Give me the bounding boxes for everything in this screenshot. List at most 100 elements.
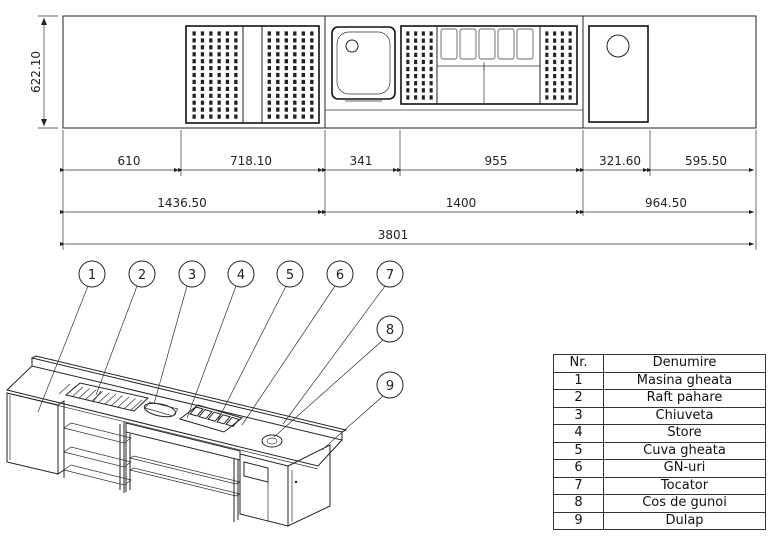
vent-slot: [234, 45, 238, 50]
vent-slot: [234, 107, 238, 112]
vent-slot: [284, 38, 288, 43]
vent-slot: [301, 93, 305, 98]
rack-grid-line: [91, 391, 103, 402]
legend-nr: 2: [553, 389, 604, 408]
vent-slot: [234, 72, 238, 78]
vent-slot: [234, 114, 238, 119]
vent-slot: [429, 59, 433, 65]
legend-nr: 6: [553, 459, 604, 478]
vent-slot: [217, 93, 221, 98]
vent-slot: [284, 114, 288, 119]
vent-slot: [560, 88, 564, 93]
vent-slot: [568, 95, 572, 100]
vent-slot: [414, 52, 418, 57]
balloon-label: 5: [286, 268, 294, 283]
isometric-view: [5, 355, 348, 527]
dim-row1-label: 718.10: [230, 154, 272, 168]
vent-slot: [293, 72, 297, 78]
vent-slot: [406, 45, 410, 50]
vent-slot: [545, 59, 549, 65]
vent-slot: [429, 66, 433, 72]
vent-slot: [192, 45, 196, 50]
vent-slot: [284, 66, 288, 71]
vent-slot: [560, 59, 564, 65]
vent-slot: [310, 79, 314, 84]
vent-slot: [234, 100, 238, 105]
vent-slot: [310, 100, 314, 105]
vent-slot: [414, 59, 418, 65]
vent-slot: [301, 45, 305, 50]
vent-slot: [301, 38, 305, 43]
vent-slot: [209, 45, 213, 50]
vent-slot: [301, 31, 305, 36]
balloon-circle: [376, 315, 404, 343]
vent-slot: [414, 95, 418, 100]
vent-slot: [217, 31, 221, 36]
legend-nr: 8: [553, 494, 604, 513]
vent-slot: [209, 100, 213, 105]
vent-slot: [209, 93, 213, 98]
vent-slot: [276, 38, 280, 43]
vent-slot: [421, 59, 425, 65]
balloon-circle: [326, 260, 354, 288]
vent-slot: [310, 93, 314, 98]
vent-slot: [421, 31, 425, 36]
balloon-label: 4: [237, 268, 245, 283]
vent-slot: [293, 66, 297, 71]
vent-slot: [267, 93, 271, 98]
vent-slot: [200, 79, 205, 84]
vent-slot: [192, 93, 196, 98]
vent-slot: [209, 52, 213, 57]
legend-nr: 5: [553, 441, 604, 460]
vent-slot: [429, 74, 433, 79]
rack-grid-line: [104, 393, 117, 405]
vent-slot: [553, 59, 557, 65]
legend-name: Chiuveta: [603, 406, 766, 425]
vent-slot: [553, 81, 557, 86]
vent-slot: [276, 45, 280, 50]
vent-slot: [267, 86, 271, 91]
vent-slot: [414, 81, 418, 86]
legend-name: GN-uri: [603, 459, 766, 478]
vent-slot: [293, 114, 297, 119]
balloon-label: 8: [386, 323, 394, 338]
vent-slot: [429, 81, 433, 86]
vent-slot: [310, 31, 314, 36]
vent-slot: [276, 31, 280, 36]
rack-grid-line: [111, 395, 123, 406]
vent-slot: [568, 59, 572, 65]
vent-slot: [276, 114, 280, 119]
vent-slot: [301, 59, 305, 64]
vent-slot: [276, 107, 280, 112]
vent-slot: [560, 66, 564, 72]
gn-pan: [225, 416, 240, 427]
vent-slot: [276, 66, 280, 71]
vent-slot: [225, 59, 230, 64]
vent-slot: [276, 93, 280, 98]
vent-slot: [234, 66, 238, 71]
vent-slot: [545, 31, 549, 36]
vent-slot: [234, 93, 238, 98]
dim-row2-label: 1436.50: [157, 196, 207, 210]
legend-name: Raft pahare: [603, 389, 766, 408]
vent-slot: [267, 45, 271, 50]
dim-row2-label: 1400: [446, 196, 477, 210]
legend-name: Cuva gheata: [603, 441, 766, 460]
vent-slot: [406, 52, 410, 57]
vent-slot: [421, 52, 425, 57]
vent-slot: [310, 66, 314, 71]
vent-slot: [192, 79, 196, 84]
vent-slot: [200, 38, 205, 43]
vent-slot: [293, 100, 297, 105]
vent-slot: [310, 45, 314, 50]
vent-slot: [200, 66, 205, 71]
vent-slot: [200, 93, 205, 98]
vent-slot: [284, 52, 288, 57]
balloon-circle: [376, 260, 404, 288]
legend-name: Dulap: [603, 511, 766, 530]
vent-slot: [568, 66, 572, 72]
